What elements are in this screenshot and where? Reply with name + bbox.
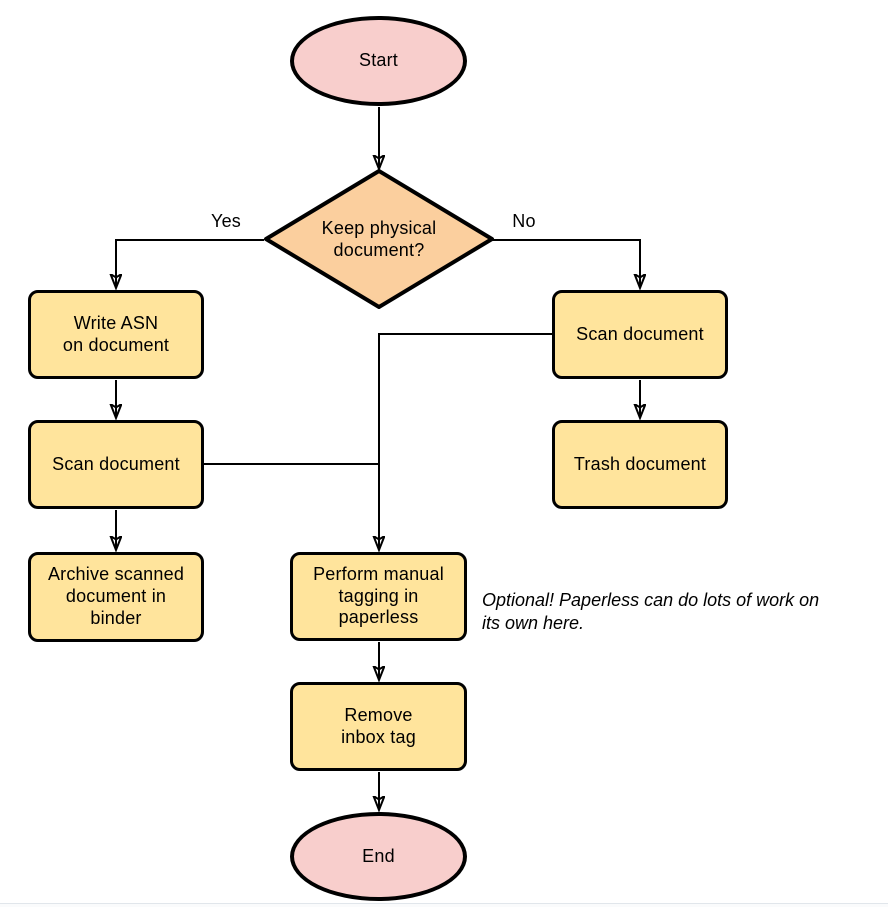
end-terminator: End	[290, 812, 467, 901]
edge-decision-no-to-scan-right	[492, 239, 640, 287]
process-write-asn: Write ASN on document	[28, 290, 204, 379]
edge-scan-right-to-perform-tagging	[379, 333, 552, 549]
process-trash-document: Trash document	[552, 420, 728, 509]
no-edge-label: No	[512, 211, 536, 231]
decision-keep-physical-document-label: Keep physical document?	[321, 217, 437, 261]
process-scan-document-right: Scan document	[552, 290, 728, 379]
process-remove-inbox-tag: Remove inbox tag	[290, 682, 467, 771]
edge-decision-yes-to-write-asn	[116, 239, 264, 287]
yes-edge-label: Yes	[211, 211, 241, 231]
process-perform-manual-tagging: Perform manual tagging in paperless	[290, 552, 467, 641]
process-archive-in-binder: Archive scanned document in binder	[28, 552, 204, 642]
page-bottom-divider	[0, 903, 888, 907]
optional-note: Optional! Paperless can do lots of work …	[482, 590, 820, 634]
start-terminator: Start	[290, 16, 467, 106]
process-scan-document-left: Scan document	[28, 420, 204, 509]
